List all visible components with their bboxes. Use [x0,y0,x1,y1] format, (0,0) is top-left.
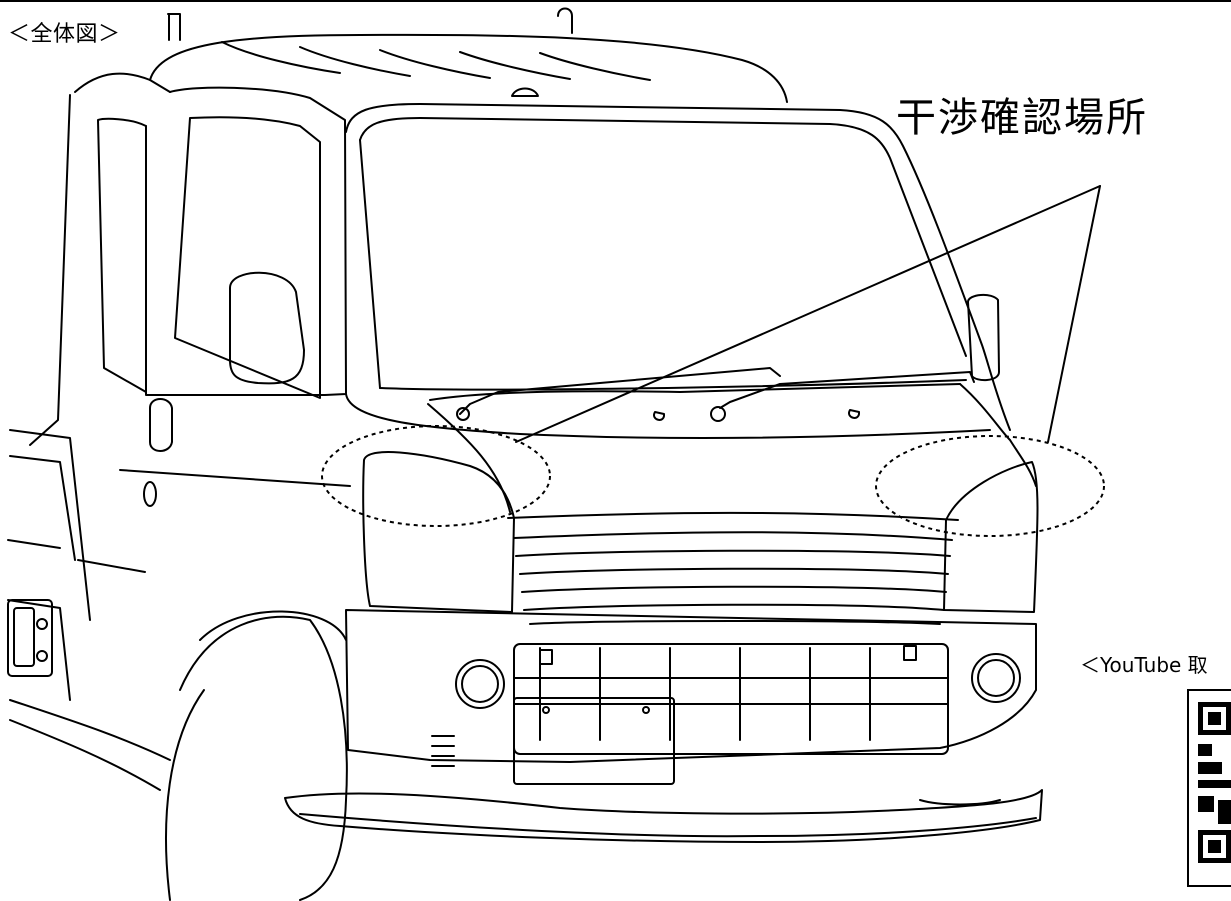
dashed-ellipse-icon [321,425,1105,537]
qr-code-icon [1187,689,1231,887]
youtube-label: ＜YouTube 取 [1080,653,1208,677]
overview-label: ＜全体図＞ [8,22,121,47]
top-rule [0,0,1231,2]
interference-location-label: 干渉確認場所 [896,95,1148,141]
